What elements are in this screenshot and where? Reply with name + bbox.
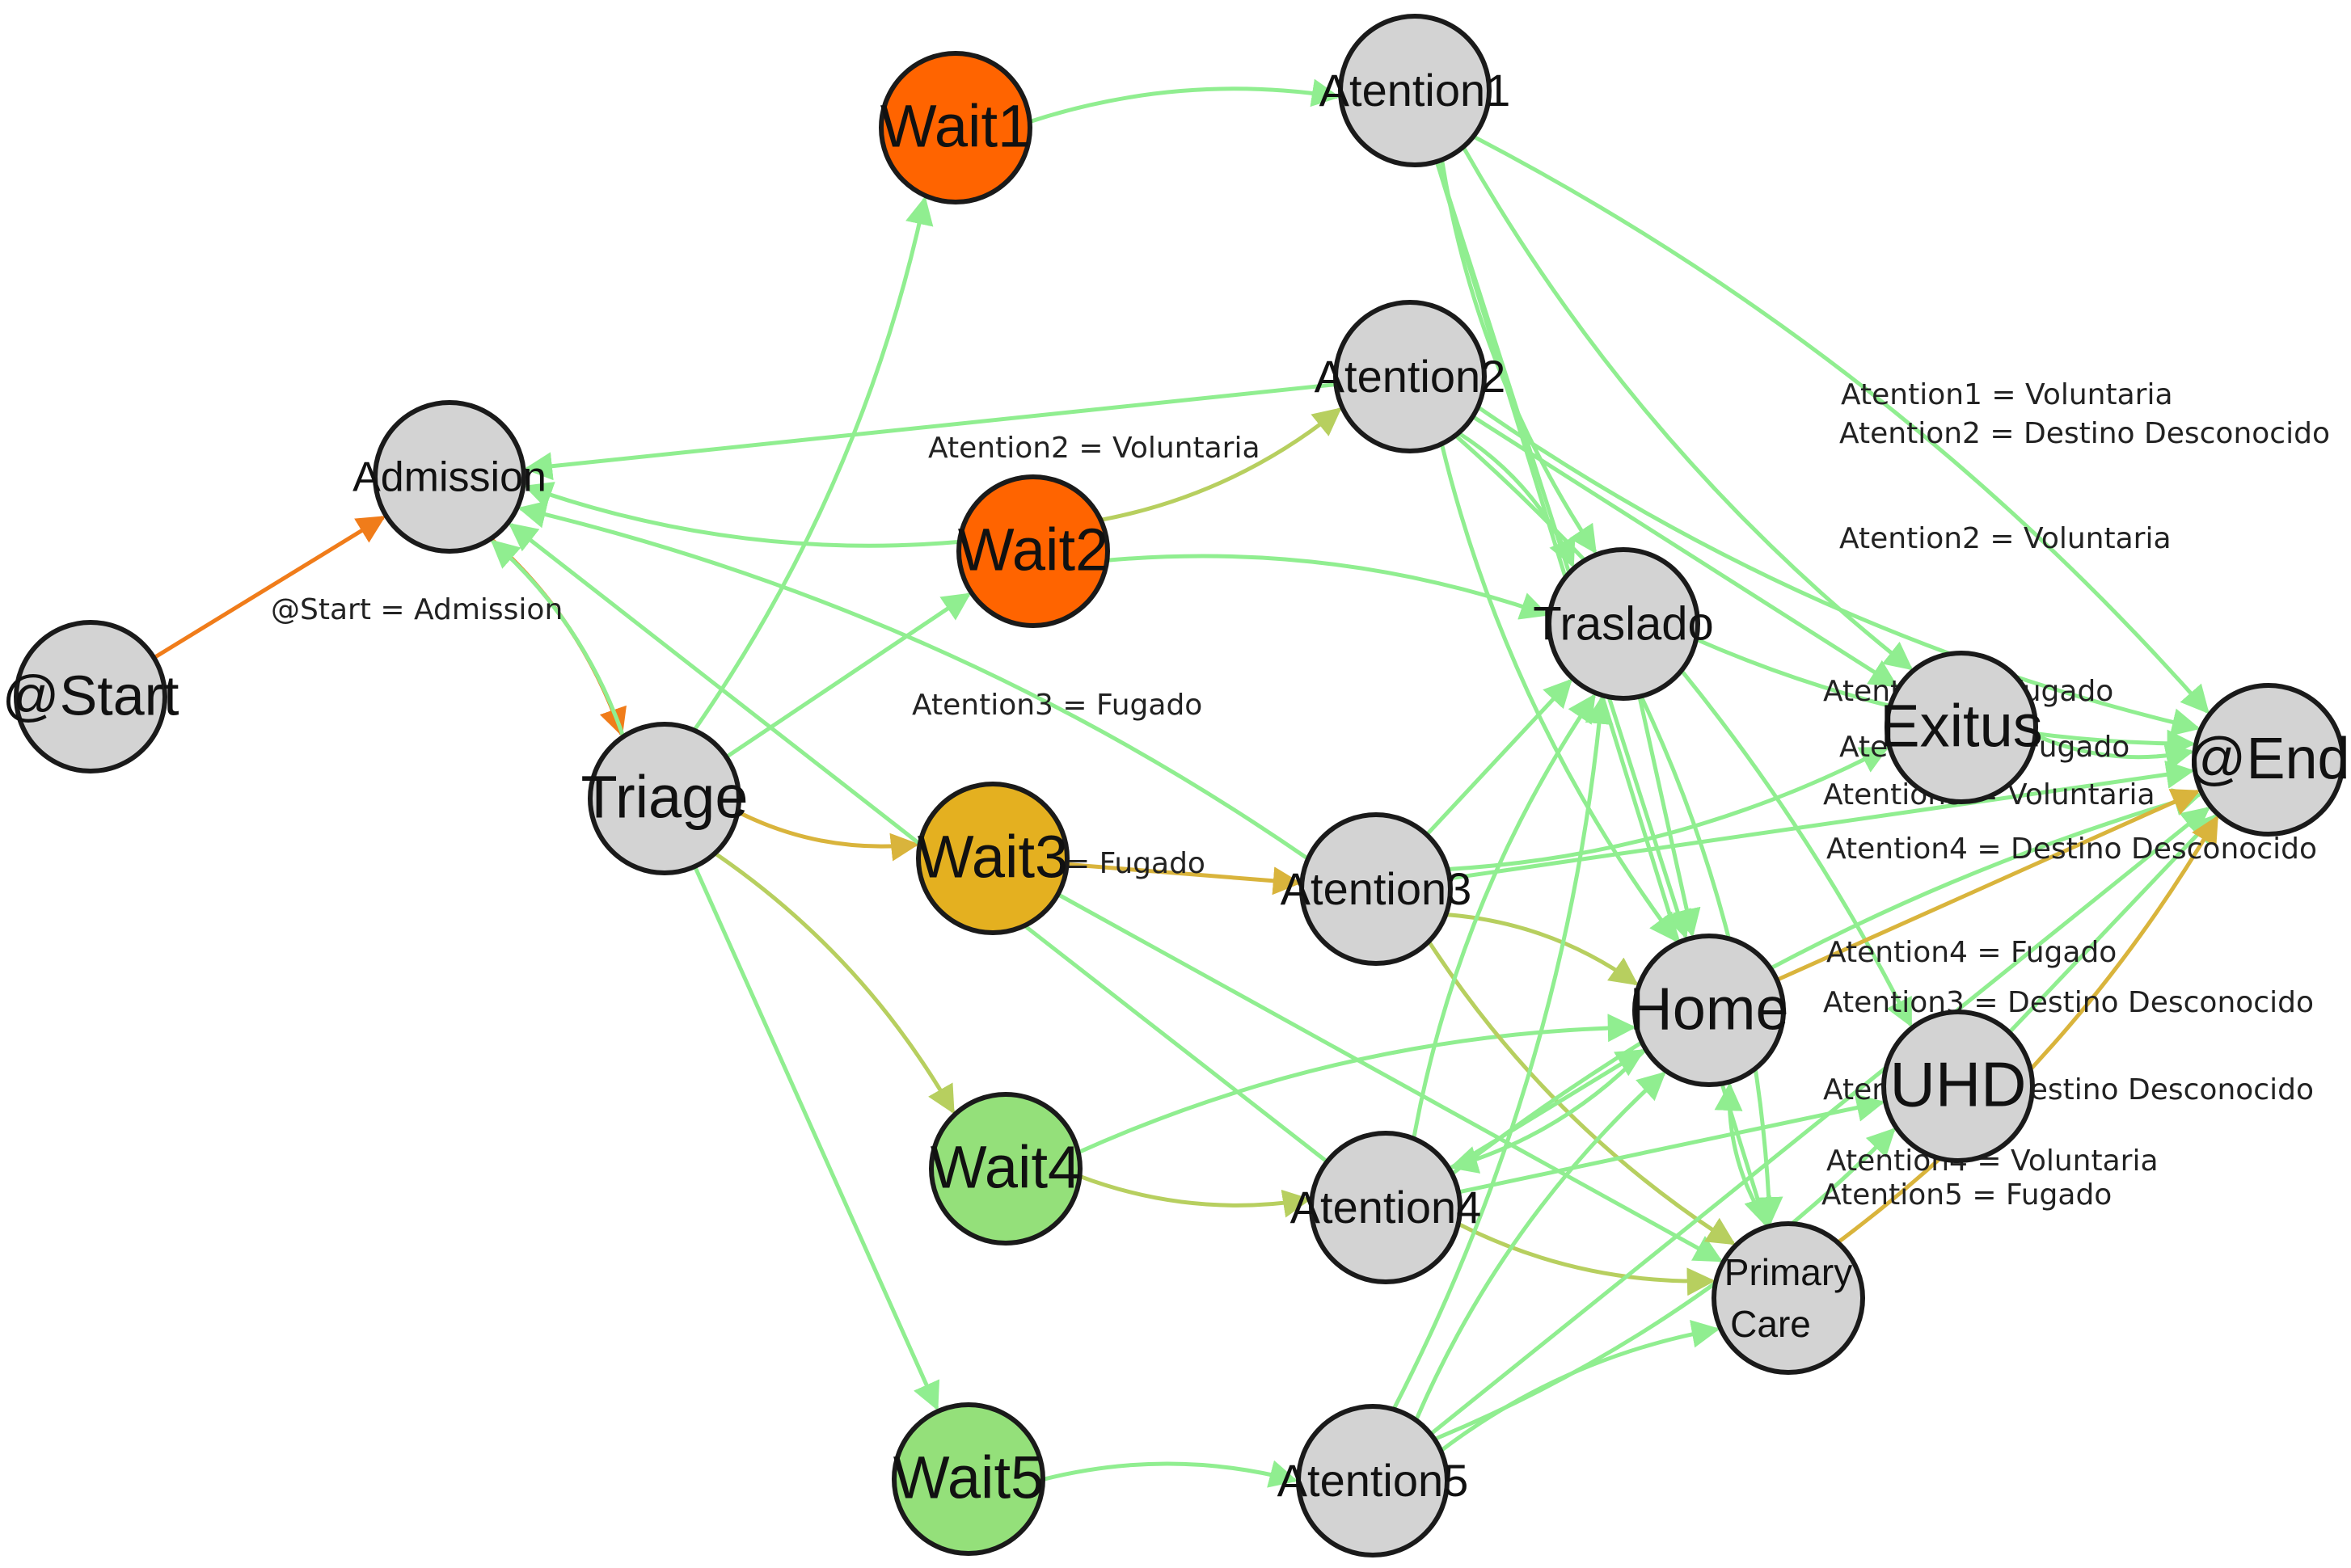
edge-label-atention2-voluntaria: Atention2 = Voluntaria [928, 432, 1260, 465]
node-home-label: Home [1629, 976, 1788, 1043]
edge-atention2-to-traslado [1457, 431, 1576, 568]
node-uhd[interactable]: UHD [1881, 1010, 2035, 1163]
node-triage-label: Triage [580, 764, 748, 831]
edge-atention3-to-exitus [1447, 746, 1889, 871]
edge-wait3-to-atention3 [1066, 862, 1302, 896]
edge-admission-to-triage [489, 537, 627, 737]
edge-atention5-to-traslado [1391, 695, 1614, 1410]
edge-atention2-to-exitus [1471, 415, 1898, 688]
edge-atention2-to-home [1439, 443, 1678, 943]
edge-atention3-to-admission [517, 500, 1310, 861]
edge-atention3-to-end [1449, 760, 2195, 881]
edge-triage-to-wait4 [713, 851, 956, 1115]
node-atention1[interactable]: Atention1 [1319, 14, 1511, 167]
edge-atention1-to-exitus [1461, 145, 1914, 671]
edge-atention5-to-home [1414, 1071, 1666, 1422]
edge-atention3-to-traslado [1425, 678, 1572, 837]
node-primarycare[interactable]: Primary Care [1712, 1221, 1865, 1375]
edge-atention3-to-home [1446, 913, 1639, 986]
edge-atention3-to-primarycare [1427, 940, 1736, 1246]
node-atention2[interactable]: Atention2 [1315, 300, 1506, 453]
node-admission-label: Admission [352, 454, 547, 501]
node-wait2[interactable]: Wait2 [956, 474, 1110, 628]
node-wait5[interactable]: Wait5 [892, 1402, 1045, 1556]
edge-label-start-admission: @Start = Admission [271, 593, 563, 626]
edge-wait4-to-atention4 [1078, 1174, 1311, 1218]
node-traslado-label: Traslado [1533, 597, 1714, 650]
edge-wait2-to-traslado [1107, 554, 1550, 620]
edge-start-to-admission [153, 515, 386, 660]
node-triage[interactable]: Triage [580, 722, 749, 875]
edge-traslado-to-home [1637, 696, 1701, 938]
edge-wait5-to-atention5 [1042, 1460, 1298, 1488]
edge-label-wait3-fugado: = Fugado [1066, 847, 1205, 880]
node-wait3[interactable]: Wait3 [916, 782, 1070, 935]
node-exitus[interactable]: Exitus [1880, 651, 2043, 804]
edge-wait1-to-atention1 [1028, 78, 1340, 124]
node-wait4-label: Wait4 [931, 1134, 1081, 1201]
node-atention4-label: Atention4 [1290, 1182, 1482, 1233]
edge-label-atention2-voluntaria-b: Atention2 = Voluntaria [1839, 522, 2172, 555]
edge-triage-to-wait3 [737, 810, 920, 862]
edge-atention2-to-end [1476, 405, 2201, 736]
node-atention5-label: Atention5 [1277, 1455, 1469, 1506]
node-admission[interactable]: Admission [352, 400, 547, 554]
edge-primarycare-to-home [1714, 1082, 1771, 1228]
edge-atention5-to-uhd [1433, 1128, 1896, 1441]
edge-label-atention4-destino: Atention4 = Destino Desconocido [1826, 832, 2317, 866]
edge-wait2-to-admission [523, 482, 960, 548]
node-end-label: @End [2187, 727, 2349, 791]
edge-atention4-to-end [1450, 788, 2202, 1176]
edge-label-atention1-voluntaria: Atention1 = Voluntaria [1841, 378, 2173, 411]
edge-label-atention4-fugado: Atention4 = Fugado [1826, 936, 2117, 969]
edge-uhd-to-end [2007, 814, 2218, 1035]
edge-atention4-to-traslado [1412, 693, 1596, 1140]
edge-triage-to-wait5 [693, 865, 940, 1411]
edge-triage-to-admission [490, 539, 626, 738]
edge-home-to-atention4 [1449, 1047, 1648, 1174]
node-uhd-label: UHD [1890, 1049, 2027, 1120]
edge-exitus-to-end [2034, 733, 2194, 771]
node-end[interactable]: @End [2187, 683, 2350, 837]
node-atention3-label: Atention3 [1281, 863, 1472, 914]
node-wait1[interactable]: Wait1 [879, 51, 1032, 204]
node-wait3-label: Wait3 [918, 824, 1068, 891]
node-primarycare-label: Primary [1724, 1251, 1852, 1293]
edge-label-atention2-destino: Atention2 = Destino Desconocido [1839, 417, 2330, 450]
edge-atention4-to-uhd [1458, 1094, 1885, 1195]
node-atention4[interactable]: Atention4 [1290, 1131, 1482, 1284]
node-exitus-label: Exitus [1880, 693, 2043, 760]
node-traslado[interactable]: Traslado [1533, 547, 1714, 701]
node-home[interactable]: Home [1629, 934, 1789, 1087]
node-atention1-label: Atention1 [1319, 65, 1511, 116]
node-atention5[interactable]: Atention5 [1277, 1404, 1469, 1557]
edge-atention4-to-primarycare [1457, 1221, 1716, 1296]
node-wait2-label: Wait2 [958, 516, 1108, 584]
edge-wait3-to-primarycare [1057, 892, 1724, 1262]
node-wait4[interactable]: Wait4 [929, 1092, 1083, 1246]
edge-home-to-end [1775, 789, 2201, 982]
node-start[interactable]: @Start [2, 620, 179, 773]
node-start-label: @Start [2, 664, 179, 727]
node-wait5-label: Wait5 [893, 1444, 1044, 1511]
nodes-layer: @Start Admission Triage Wait1 Wait2 Wait… [2, 14, 2350, 1557]
edge-atention5-to-end [1429, 807, 2210, 1436]
edge-triage-to-wait2 [725, 592, 972, 759]
edge-label-atention3-destino: Atention3 = Destino Desconocido [1823, 986, 2314, 1019]
node-primarycare-label2: Care [1730, 1303, 1811, 1345]
edge-atention2-to-uhd [1454, 433, 1913, 1028]
node-atention3[interactable]: Atention3 [1281, 812, 1472, 966]
edge-label-atention3-fugado: Atention3 = Fugado [912, 689, 1202, 722]
node-wait1-label: Wait1 [880, 93, 1031, 160]
edge-triage-to-wait1 [692, 196, 934, 732]
edge-wait2-to-atention2 [1100, 407, 1342, 522]
edge-label-atention5-fugado: Atention5 = Fugado [1821, 1178, 2112, 1212]
edge-atention2-to-admission [524, 382, 1336, 481]
edge-atention1-to-end [1472, 134, 2210, 714]
edge-primarycare-to-end [1836, 815, 2219, 1245]
edge-atention4-to-home [1448, 1048, 1645, 1171]
node-atention2-label: Atention2 [1315, 351, 1506, 402]
edge-wait4-to-home [1077, 1014, 1636, 1155]
